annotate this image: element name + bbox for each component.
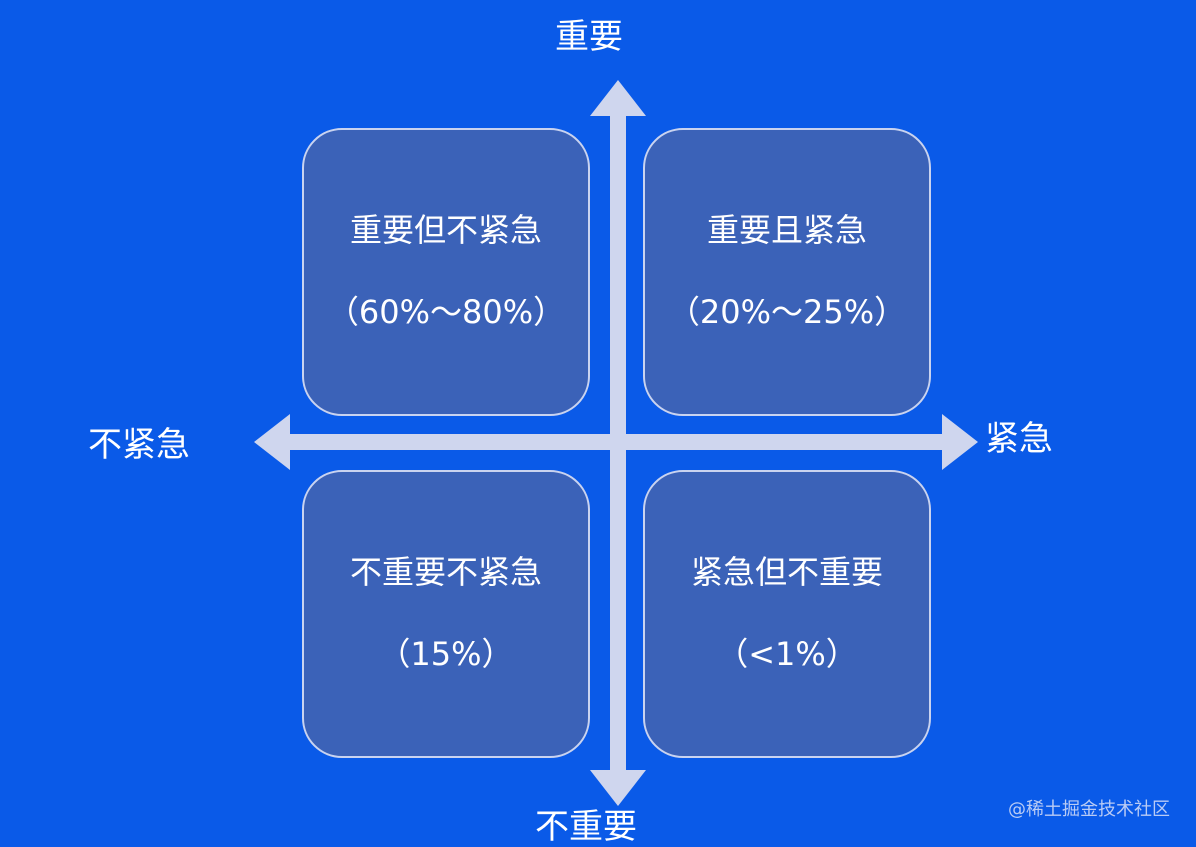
horizontal-axis-line: [286, 434, 950, 450]
quadrant-percentage: （<1%）: [716, 635, 858, 673]
quadrant-title: 重要且紧急: [706, 211, 867, 249]
quadrant-not-important-not-urgent: 不重要不紧急 （15%）: [302, 470, 590, 758]
quadrant-important-not-urgent: 重要但不紧急 （60%～80%）: [302, 128, 590, 416]
quadrant-title: 重要但不紧急: [349, 211, 542, 249]
up-arrow-icon: [590, 80, 646, 116]
quadrant-important-and-urgent: 重要且紧急 （20%～25%）: [643, 128, 931, 416]
quadrant-percentage: （20%～25%）: [667, 293, 907, 331]
right-arrow-icon: [942, 414, 978, 470]
axis-label-not-important: 不重要: [535, 807, 637, 847]
axis-label-not-urgent: 不紧急: [88, 425, 190, 465]
axis-label-important: 重要: [555, 17, 623, 57]
quadrant-title: 不重要不紧急: [349, 553, 542, 591]
axis-label-urgent: 紧急: [985, 419, 1053, 459]
left-arrow-icon: [254, 414, 290, 470]
quadrant-percentage: （60%～80%）: [326, 293, 566, 331]
quadrant-percentage: （15%）: [378, 635, 514, 673]
down-arrow-icon: [590, 770, 646, 806]
quadrant-urgent-not-important: 紧急但不重要 （<1%）: [643, 470, 931, 758]
watermark-text: @稀土掘金技术社区: [1008, 799, 1170, 820]
quadrant-title: 紧急但不重要: [690, 553, 883, 591]
